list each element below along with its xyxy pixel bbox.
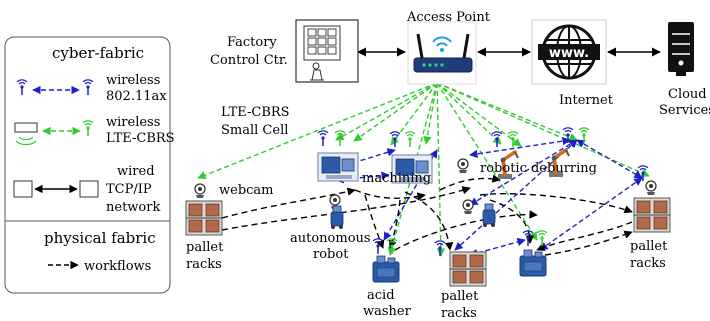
legend-cyber-title: cyber-fabric (52, 44, 144, 62)
webcam-icon (645, 180, 657, 196)
wifi-antenna-icon (372, 238, 384, 255)
cbrs-device-icon (14, 122, 38, 146)
globe-www-text: www. (549, 46, 589, 61)
pallet-rack-icon (449, 251, 487, 287)
pallet-racks-mid-label-2: racks (441, 306, 477, 321)
cbrs-antenna-icon (334, 130, 346, 147)
globe-www-icon: www. (531, 19, 607, 85)
legend-box (4, 36, 171, 294)
wifi-antenna-icon (637, 165, 649, 182)
legend-wired-label-1: wired (117, 164, 155, 179)
router-icon (407, 21, 477, 85)
washer-icon (519, 249, 547, 277)
legend-wireless-cbrs-label-2: LTE-CBRS (106, 131, 175, 146)
machining-label: machining (362, 171, 431, 186)
pallet-rack-icon (185, 200, 223, 236)
robotic-deburring-label: robotic deburring (480, 161, 597, 176)
cbrs-antenna-icon (536, 230, 548, 247)
wifi-link (454, 139, 578, 251)
washer-icon (372, 255, 400, 283)
cbrs-antenna-icon (578, 127, 590, 144)
wifi-antenna-icon (522, 230, 534, 247)
cbrs-antenna-icon (507, 131, 519, 148)
cbrs-link (436, 82, 522, 147)
wifi-link (576, 139, 643, 179)
pallet-rack-icon (633, 197, 671, 233)
wifi-antenna-icon (491, 131, 503, 148)
workflow-links (221, 174, 633, 256)
cloud-label-1: Cloud (668, 87, 707, 102)
pallet-racks-mid-label-1: pallet (441, 289, 479, 304)
workflow-path (394, 210, 538, 251)
legend-wired-label-3: network (106, 200, 160, 215)
acid-washer-label-1: acid (367, 288, 395, 303)
workflow-path (479, 193, 633, 214)
workflow-path (388, 199, 401, 249)
wifi-antenna-icon (434, 240, 446, 257)
pallet-racks-left-label-2: racks (186, 257, 222, 272)
legend-wireless-cbrs-label-1: wireless (106, 115, 160, 130)
cbrs-link (423, 82, 438, 145)
workflow-path (364, 194, 385, 249)
autonomous-robot-label-2: robot (313, 247, 349, 262)
workflow-path (221, 187, 356, 219)
cnc-machine-icon (317, 152, 359, 182)
pallet-racks-left-label-1: pallet (186, 240, 224, 255)
agv-robot-icon (330, 205, 344, 230)
cloud-label-2: Services (659, 103, 710, 118)
small-cell-label-1: LTE-CBRS (221, 105, 290, 120)
wired-node-icon (79, 180, 99, 198)
agv-robot-icon (482, 203, 496, 228)
cbrs-antenna-icon (404, 131, 416, 148)
webcam-icon (457, 158, 469, 174)
control-panel-icon (295, 19, 359, 83)
workflow-path (221, 186, 471, 231)
workflow-path (354, 189, 426, 201)
workflow-path (544, 230, 633, 256)
acid-washer-label-2: washer (363, 304, 412, 319)
webcam-icon (194, 183, 206, 199)
workflow-path (536, 221, 633, 251)
wifi-link (539, 177, 643, 251)
cbrs-link (353, 82, 438, 142)
factory-control-label-1: Factory (227, 35, 277, 50)
cbrs-link (197, 82, 438, 180)
legend-physical-title: physical fabric (44, 229, 156, 247)
pallet-racks-right-label-2: racks (630, 256, 666, 271)
small-cell-label-2: Small Cell (221, 123, 288, 138)
legend-wired-label-2: TCP/IP (106, 182, 152, 197)
access-point-label: Access Point (406, 10, 491, 25)
workflow-path (404, 191, 454, 251)
legend-workflow-label: workflows (84, 259, 151, 274)
legend-wireless-80211-label-1: wireless (106, 73, 160, 88)
server-icon (668, 22, 694, 76)
cbrs-link (436, 82, 502, 145)
cbrs-link (436, 82, 446, 257)
workflow-path (489, 199, 535, 244)
webcam-label: webcam (219, 183, 274, 198)
cbrs-antenna-icon (386, 238, 398, 255)
factory-control-label-2: Control Ctr. (210, 53, 288, 68)
cbrs-link (390, 82, 438, 146)
pallet-racks-right-label-1: pallet (630, 239, 668, 254)
cbrs-link (436, 82, 578, 142)
cbrs-link (335, 82, 438, 141)
wifi-links (329, 136, 643, 258)
webcam-icon (462, 199, 474, 215)
wifi-antenna-icon (317, 130, 329, 147)
wired-node-icon (13, 180, 33, 198)
workflow-path (439, 174, 501, 191)
legend-wireless-80211-label-2: 802.11ax (106, 89, 167, 104)
autonomous-robot-label-1: autonomous (290, 231, 371, 246)
internet-label: Internet (559, 93, 614, 108)
legend: cyber-fabric wireless 802.11ax wireless … (4, 36, 175, 294)
